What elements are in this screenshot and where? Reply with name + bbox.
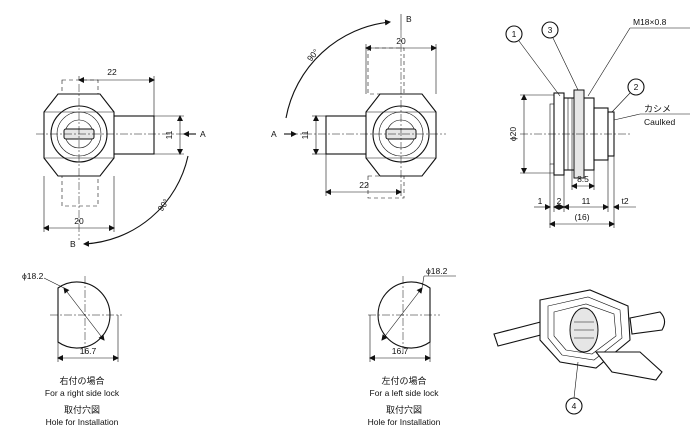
- dim-t2: t2: [621, 196, 628, 206]
- label-a: A: [200, 129, 206, 139]
- callout-2-text: 2: [634, 82, 639, 92]
- dim-phi18-2: ϕ18.2: [22, 271, 44, 281]
- label-a: A: [271, 129, 277, 139]
- angle-90: 90°: [305, 47, 321, 63]
- callout-3-text: 3: [548, 25, 553, 35]
- dim-phi20: ϕ20: [508, 127, 518, 141]
- install-right-en: Hole for Installation: [46, 417, 119, 427]
- dim-22: 22: [107, 67, 117, 77]
- callout-2: [627, 78, 645, 96]
- install-right-jp: 取付穴図: [64, 404, 100, 415]
- callout-1-text: 1: [512, 29, 517, 39]
- caption-right-en: For a right side lock: [45, 388, 120, 398]
- dim-2: 2: [557, 196, 562, 206]
- dim-16: (16): [574, 212, 589, 222]
- key-isometric: 4: [493, 289, 666, 415]
- dim-11: 11: [164, 130, 174, 139]
- dim-22: 22: [359, 180, 369, 190]
- callout-3: [541, 21, 559, 39]
- dim-11: 11: [300, 130, 310, 139]
- dim-16-7: 16.7: [80, 346, 97, 356]
- callout-4-text: 4: [572, 401, 577, 411]
- caption-right-jp: 右付の場合: [59, 375, 104, 386]
- caption-left-jp: 左付の場合: [381, 375, 426, 386]
- dim-16-7: 16.7: [392, 346, 409, 356]
- caption-left-en: For a left side lock: [370, 388, 440, 398]
- left-lock-front-view: 20 22 11 A 90° B: [271, 14, 446, 199]
- caulked-jp: カシメ: [644, 104, 671, 114]
- label-b: B: [70, 239, 76, 249]
- callout-4: [565, 397, 583, 415]
- install-left-jp: 取付穴図: [386, 404, 422, 415]
- callout-1: [505, 25, 523, 43]
- hole-right-side: 16.7 ϕ18.2 右付の場合 For a right side lock 取…: [22, 271, 122, 427]
- thread-spec: M18×0.8: [633, 17, 667, 27]
- dim-11: 11: [582, 196, 591, 206]
- dim-1: 1: [538, 196, 543, 206]
- hole-left-side: 16.7 ϕ18.2 左付の場合 For a left side lock 取付…: [368, 266, 456, 427]
- dim-phi18-2: ϕ18.2: [426, 266, 448, 276]
- install-left-en: Hole for Installation: [368, 417, 441, 427]
- dim-20: 20: [74, 216, 84, 226]
- caulked-en: Caulked: [644, 117, 675, 127]
- dim-8-5: 8.5: [577, 174, 589, 184]
- label-b: B: [406, 14, 412, 24]
- right-lock-front-view: 22 20 11 A 90° B: [36, 67, 206, 249]
- side-view: ϕ20 1 3 M18×0.8 2 カシメ Caulked 8.5 1 2 11: [505, 17, 690, 228]
- dim-20: 20: [396, 36, 406, 46]
